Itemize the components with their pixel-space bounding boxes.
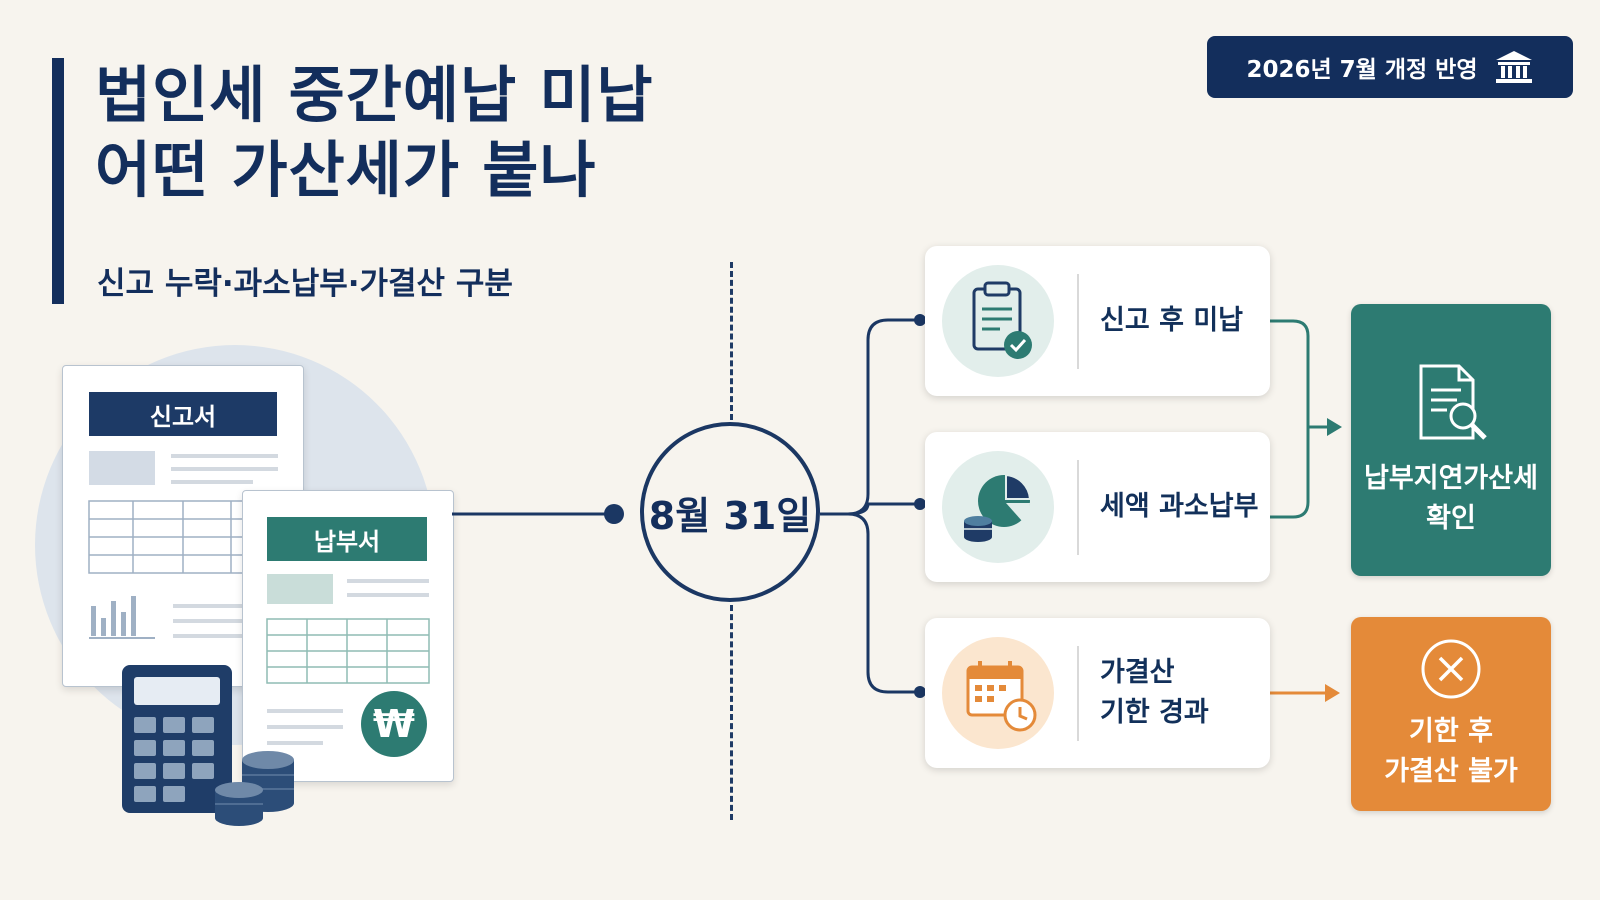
card-divider bbox=[1077, 460, 1079, 555]
coin-stack-icon bbox=[215, 751, 294, 826]
title-line-2: 어떤 가산세가 붙나 bbox=[95, 135, 597, 206]
pie-chart-coins-icon bbox=[942, 451, 1054, 563]
payment-document-content bbox=[266, 574, 430, 745]
case-card-unpaid-after-filing: 신고 후 미납 bbox=[925, 246, 1270, 396]
result-penalty-box: 납부지연가산세 확인 bbox=[1351, 304, 1551, 576]
result-not-allowed-box: 기한 후 가결산 불가 bbox=[1351, 617, 1551, 811]
timeline-divider-bottom bbox=[730, 605, 733, 820]
title-accent-bar bbox=[52, 58, 64, 304]
hub-to-case1-line bbox=[820, 318, 920, 516]
deadline-label: 8월 31일 bbox=[648, 493, 812, 538]
hub-to-case3-line bbox=[847, 512, 920, 694]
hub-input-dot bbox=[604, 504, 624, 524]
result-not-allowed-label: 기한 후 가결산 불가 bbox=[1384, 716, 1518, 787]
clipboard-check-icon bbox=[942, 265, 1054, 377]
payment-document-label: 납부서 bbox=[313, 527, 381, 556]
case1-dot bbox=[914, 314, 926, 326]
deadline-hub: 8월 31일 bbox=[640, 422, 820, 602]
case-label-underpayment: 세액 과소납부 bbox=[1100, 491, 1259, 522]
case-label-deadline-passed: 가결산 기한 경과 bbox=[1100, 657, 1209, 728]
won-coin-icon: ₩ bbox=[361, 691, 427, 757]
payment-document-header: 납부서 bbox=[267, 517, 427, 561]
revision-badge-label: 2026년 7월 개정 반영 bbox=[1246, 57, 1478, 83]
title-line-1: 법인세 중간예납 미납 bbox=[95, 60, 654, 131]
timeline-divider-top bbox=[730, 262, 733, 420]
cases-to-penalty-bracket bbox=[1270, 319, 1310, 519]
case-label-unpaid-after-filing: 신고 후 미납 bbox=[1100, 305, 1243, 336]
institution-icon bbox=[1495, 51, 1532, 83]
card-divider bbox=[1077, 274, 1079, 369]
report-document-label: 신고서 bbox=[149, 402, 217, 431]
page-title: 법인세 중간예납 미납 어떤 가산세가 붙나 bbox=[95, 58, 654, 208]
report-document-content bbox=[88, 451, 280, 639]
card-divider bbox=[1077, 646, 1079, 741]
case3-dot bbox=[914, 686, 926, 698]
report-bar-chart-icon bbox=[89, 596, 155, 639]
calculator-coins-illustration bbox=[122, 665, 294, 826]
calendar-clock-icon bbox=[942, 637, 1054, 749]
x-circle-icon bbox=[1421, 639, 1481, 699]
case-card-underpayment: 세액 과소납부 bbox=[925, 432, 1270, 582]
result-penalty-label: 납부지연가산세 확인 bbox=[1364, 463, 1538, 534]
won-symbol: ₩ bbox=[373, 702, 415, 746]
payment-document: 납부서 ₩ bbox=[242, 490, 454, 782]
revision-badge: 2026년 7월 개정 반영 bbox=[1207, 36, 1573, 98]
calculator-icon bbox=[122, 665, 232, 813]
case2-dot bbox=[914, 498, 926, 510]
report-document-header: 신고서 bbox=[89, 392, 277, 436]
page-subtitle: 신고 누락·과소납부·가결산 구분 bbox=[97, 266, 513, 302]
penalty-arrow-head bbox=[1327, 418, 1342, 436]
not-allowed-arrow-head bbox=[1325, 684, 1340, 702]
hub-to-case2-line bbox=[847, 502, 920, 516]
case-card-deadline-passed: 가결산 기한 경과 bbox=[925, 618, 1270, 768]
document-search-icon bbox=[1419, 364, 1487, 440]
